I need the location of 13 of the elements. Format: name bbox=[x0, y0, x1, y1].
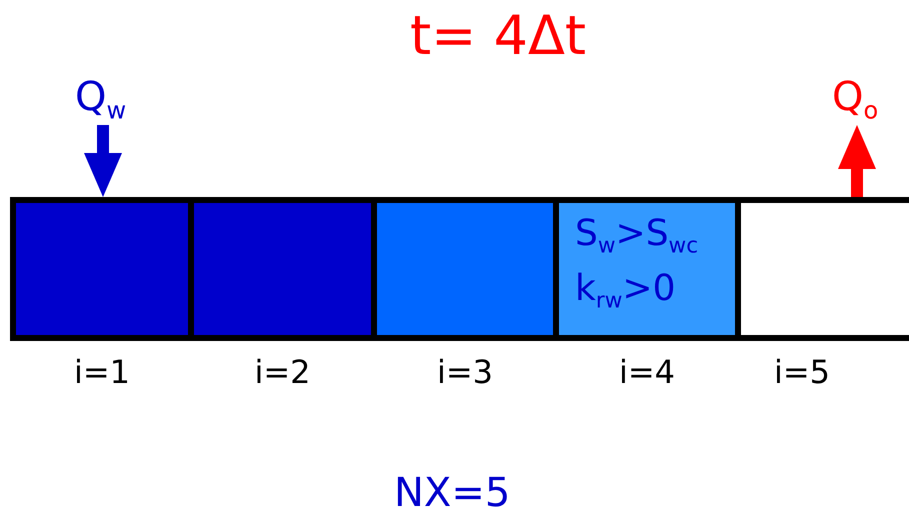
title: t= 4Δt bbox=[410, 4, 586, 67]
flow-arrow bbox=[84, 125, 122, 197]
flow-symbol: Q$_{w}$ bbox=[75, 74, 128, 126]
cell-index: i=4 bbox=[618, 353, 676, 391]
flow-arrow bbox=[838, 125, 876, 197]
grid-size-note: NX=5 bbox=[394, 470, 510, 516]
cell-condition: S$_{w}$>S$_{wc}$ bbox=[575, 213, 700, 261]
flow-symbol: Q$_{o}$ bbox=[832, 74, 880, 126]
cell-index: i=5 bbox=[772, 353, 832, 391]
cell-condition: k$_{rw}$>0 bbox=[575, 268, 676, 316]
cell-index: i=3 bbox=[436, 353, 494, 391]
cell-index: i=2 bbox=[253, 353, 312, 391]
cell-index: i=1 bbox=[72, 353, 132, 391]
